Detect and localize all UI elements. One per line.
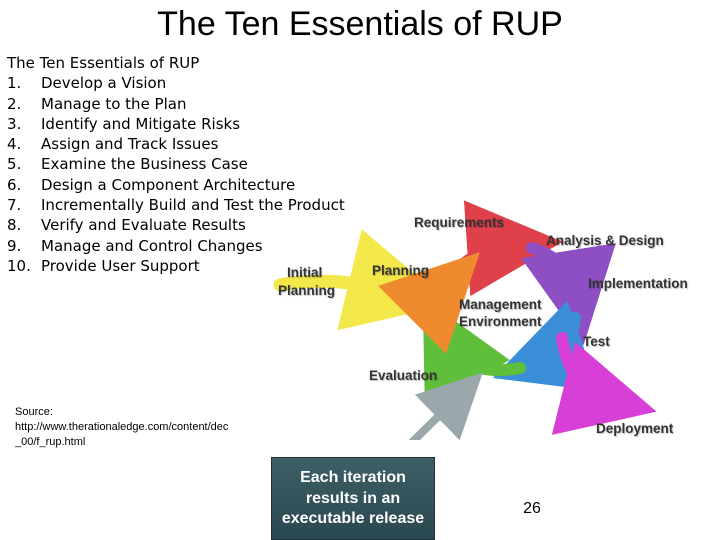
management-label: Management — [459, 297, 542, 312]
implementation-label: Implementation — [588, 276, 688, 291]
requirements-arc — [439, 200, 563, 297]
list-item: 2.Manage to the Plan — [7, 94, 187, 113]
list-item: 7.Incrementally Build and Test the Produ… — [7, 196, 345, 215]
source-url: http://www.therationaledge.com/content/d… — [15, 421, 229, 448]
source-note: Source: http://www.therationaledge.com/c… — [15, 405, 230, 450]
list-item: 8.Verify and Evaluate Results — [7, 216, 246, 235]
initial-label: Initial — [287, 265, 323, 280]
list-item: 6.Design a Component Architecture — [7, 175, 296, 194]
analysis-design-label: Analysis & Design — [546, 233, 664, 248]
list-item: 5.Examine the Business Case — [7, 155, 248, 174]
environment-label: Environment — [459, 314, 542, 329]
list-item: 10.Provide User Support — [7, 256, 200, 275]
test-label: Test — [583, 334, 610, 349]
deployment-label: Deployment — [596, 421, 674, 436]
essentials-list: The Ten Essentials of RUP 1.Develop a Vi… — [7, 53, 407, 276]
analysis-design-arc — [521, 242, 616, 346]
evaluation-label: Evaluation — [369, 368, 438, 383]
iteration-callout: Each iteration results in an executable … — [271, 457, 435, 540]
initial-planning-label: Planning — [278, 283, 335, 298]
source-label: Source: — [15, 406, 53, 418]
slide-title: The Ten Essentials of RUP — [157, 5, 563, 43]
rup-cycle-diagram — [273, 200, 657, 440]
requirements-label: Requirements — [414, 215, 505, 230]
evaluation-arc — [422, 297, 526, 405]
deployment-arrow — [551, 332, 657, 435]
planning-label: Planning — [372, 263, 429, 278]
page-number: 26 — [523, 500, 541, 517]
list-item: 9.Manage and Control Changes — [7, 236, 263, 255]
essentials-heading: The Ten Essentials of RUP — [7, 54, 200, 72]
list-item: 3.Identify and Mitigate Risks — [7, 114, 241, 133]
planning-arc — [378, 252, 480, 354]
list-item: 4.Assign and Track Issues — [7, 135, 219, 154]
list-item: 1.Develop a Vision — [7, 74, 167, 93]
callout-pointer — [408, 372, 483, 440]
